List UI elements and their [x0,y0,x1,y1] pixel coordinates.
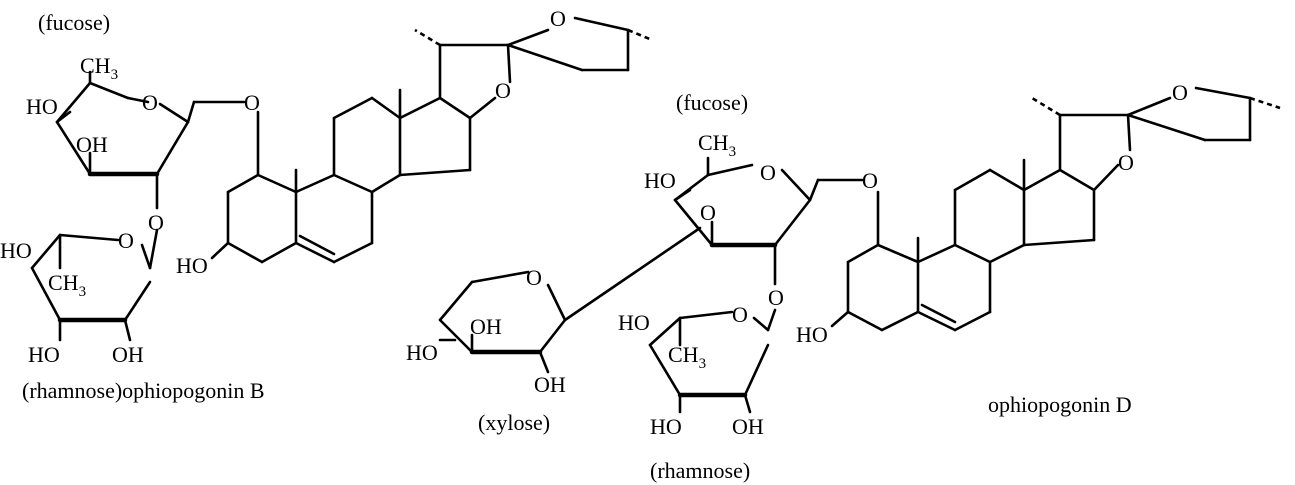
ho-label: HO [176,253,208,278]
fucose-ring-b [55,70,246,210]
pyran-oxygen-label: O [1172,80,1188,105]
oh-label: OH [112,342,144,367]
atom-labels-b: CH3 HO OH O O O HO CH3 O HO OH HO O O [0,6,566,367]
ch3-label: CH3 [48,270,86,300]
rhamnose-label: (rhamnose) [650,458,750,483]
ophiopogonin-d-label: ophiopogonin D [988,392,1132,417]
ophiopogonin-b-structure: CH3 HO OH O O O HO CH3 O HO OH HO O O (f… [0,6,653,403]
ho-label: HO [618,310,650,335]
steroid-core-d [830,86,1281,332]
ch3-label: CH3 [80,53,118,83]
rhamnose-ophiopogonin-b-label: (rhamnose)ophiopogonin B [22,378,265,403]
ring-oxygen-label: O [526,265,542,290]
rhamnose-ring-d [648,308,777,414]
rhamnose-ring-b [30,228,159,342]
glycosidic-oxygen-label: O [768,285,784,310]
oh-label: OH [76,132,108,157]
glycosidic-oxygen-label: O [700,200,716,225]
ch3-label: CH3 [698,130,736,160]
ho-label: HO [26,94,58,119]
oh-label: OH [732,414,764,439]
ho-label: HO [650,414,682,439]
ho-label: HO [406,340,438,365]
glycosidic-oxygen-label: O [244,90,260,115]
ho-label: HO [28,342,60,367]
ho-label: HO [0,238,32,263]
ring-oxygen-label: O [732,302,748,327]
furan-oxygen-label: O [495,78,511,103]
fucose-label: (fucose) [38,10,110,35]
xylose-ring [438,270,567,374]
ho-label: HO [796,322,828,347]
glycosidic-oxygen-label: O [862,168,878,193]
oh-label: OH [470,314,502,339]
fucose-ring-d [563,156,864,322]
xylose-label: (xylose) [478,410,550,435]
glycosidic-oxygen-label: O [148,210,164,235]
ring-oxygen-label: O [760,160,776,185]
fucose-label: (fucose) [676,90,748,115]
atom-labels-d: CH3 HO O O O O O OH HO OH HO CH3 O HO OH… [406,80,1188,439]
ch3-label: CH3 [668,342,706,372]
ring-oxygen-label: O [118,228,134,253]
oh-label: OH [534,372,566,397]
ophiopogonin-d-structure: CH3 HO O O O O O OH HO OH HO CH3 O HO OH… [406,80,1281,483]
steroid-core-b [210,16,653,264]
pyran-oxygen-label: O [550,6,566,31]
ho-label: HO [644,168,676,193]
ring-oxygen-label: O [142,90,158,115]
furan-oxygen-label: O [1118,150,1134,175]
